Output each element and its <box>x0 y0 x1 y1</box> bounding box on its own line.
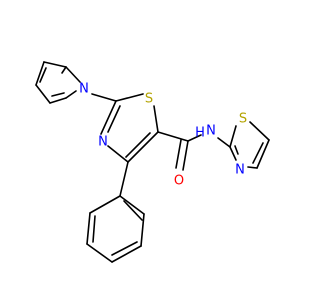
bond <box>111 245 142 263</box>
amide-hydrogen-label: H <box>195 126 205 141</box>
bond <box>51 92 65 97</box>
thiazole-sulfur-label: S <box>145 92 153 107</box>
chemical-structure-diagram: N S N O N H S N <box>35 61 270 263</box>
bond <box>252 142 264 164</box>
bond <box>187 134 202 142</box>
bond <box>140 213 145 247</box>
bond <box>123 200 143 221</box>
bond <box>153 105 159 133</box>
bond <box>127 131 159 163</box>
bond <box>175 139 182 169</box>
bond <box>49 97 67 104</box>
bond <box>107 105 121 133</box>
bond <box>234 145 239 155</box>
bond <box>217 137 231 148</box>
thiazole-nitrogen-label: N <box>98 135 108 150</box>
bond <box>43 61 67 68</box>
bond <box>86 212 91 245</box>
bond <box>229 125 237 148</box>
bond <box>125 132 151 158</box>
bond <box>100 100 117 135</box>
phenyl-ring <box>86 161 145 263</box>
bond <box>182 140 189 171</box>
bond <box>229 146 237 161</box>
bond <box>115 93 144 102</box>
bond <box>92 215 96 243</box>
bond <box>35 61 45 86</box>
bond <box>119 161 129 197</box>
bond <box>39 67 47 83</box>
pyrrole-nitrogen-label: N <box>79 82 89 97</box>
main-thiazole-ring <box>100 93 159 163</box>
bond <box>35 84 51 104</box>
bond <box>107 145 129 163</box>
right-thiazole-sulfur-label: S <box>239 112 247 127</box>
bond <box>119 195 145 215</box>
bond <box>157 131 189 142</box>
right-thiazole-ring <box>229 121 270 169</box>
amide-group <box>157 131 231 171</box>
bond <box>61 66 67 74</box>
bond <box>249 121 270 141</box>
bond <box>256 139 270 169</box>
bond <box>86 243 113 263</box>
bond <box>65 90 77 99</box>
amide-nitrogen-label: N <box>206 124 216 139</box>
pyrrole-ring <box>35 61 81 104</box>
bond <box>247 166 258 169</box>
right-thiazole-nitrogen-label: N <box>235 163 245 178</box>
bond <box>111 241 138 256</box>
bond <box>65 66 81 83</box>
bond <box>91 93 117 102</box>
carbonyl-oxygen-label: O <box>174 174 184 189</box>
bond <box>89 195 121 214</box>
